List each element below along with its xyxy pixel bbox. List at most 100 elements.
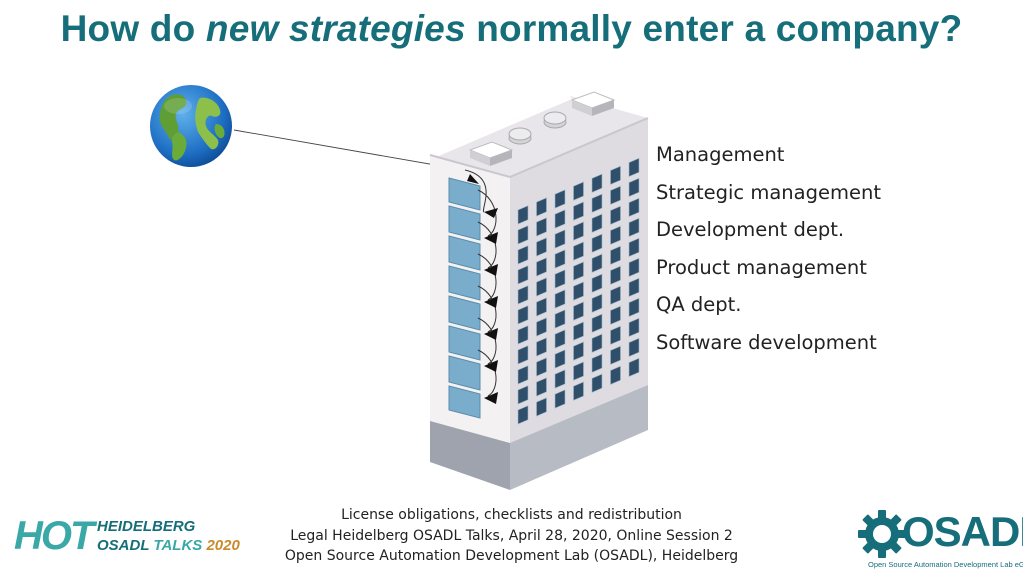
building-window	[536, 397, 547, 417]
left-windows	[448, 177, 481, 419]
building-window	[554, 289, 566, 309]
title-text-end: normally enter a company?	[465, 8, 963, 49]
building-window	[573, 241, 584, 261]
building-base-right	[510, 384, 648, 490]
building-window	[610, 345, 621, 365]
building-window	[517, 405, 529, 425]
globe-connector-line	[233, 129, 465, 171]
building-window	[517, 225, 529, 245]
building-window	[628, 277, 640, 297]
slide-footer: License obligations, checklists and redi…	[0, 505, 1023, 567]
building-window	[628, 357, 640, 377]
building-window	[573, 221, 584, 241]
building-window	[554, 329, 566, 349]
building-window	[573, 341, 584, 361]
building-window	[554, 389, 566, 409]
building-window	[610, 245, 621, 265]
footer-line-3: Open Source Automation Development Lab (…	[284, 548, 739, 564]
building-window	[610, 285, 621, 305]
arrow-heads	[467, 174, 498, 404]
building-window	[517, 285, 529, 305]
building-window	[610, 325, 621, 345]
building-window	[610, 305, 621, 325]
roof-units	[468, 91, 616, 166]
building-window	[573, 301, 584, 321]
building-window	[517, 205, 529, 225]
title-text-start: How do	[60, 8, 206, 49]
building-window	[517, 385, 529, 405]
department-item: Development dept.	[656, 218, 845, 241]
building-window	[591, 353, 603, 373]
building-window	[517, 305, 529, 325]
building-window	[628, 257, 640, 277]
hot-logo-year: 2020	[206, 537, 240, 554]
building-window	[610, 265, 621, 285]
building-window	[628, 237, 640, 257]
building-window	[517, 245, 529, 265]
building-window	[610, 165, 621, 185]
building-window	[536, 237, 547, 257]
department-item: QA dept.	[656, 293, 742, 316]
building-window	[517, 345, 529, 365]
building-window	[591, 253, 603, 273]
building-window	[610, 205, 621, 225]
hot-logo-osadl: OSADL	[97, 537, 150, 554]
building-window	[628, 297, 640, 317]
osadl-wordmark: OSADL	[902, 508, 1023, 555]
building-window	[554, 349, 566, 369]
building-window	[536, 217, 547, 237]
hot-logo-talks: TALKS	[153, 537, 203, 554]
department-list: Management Strategic management Developm…	[656, 139, 881, 364]
gear-icon	[858, 510, 906, 558]
building-window	[628, 197, 640, 217]
department-item: Management	[656, 143, 785, 166]
department-item: Strategic management	[656, 180, 881, 204]
slide-title: How do new strategies normally enter a c…	[0, 8, 1023, 50]
title-text-emphasis: new strategies	[205, 8, 466, 49]
building-window	[536, 197, 547, 217]
department-item: Software development	[656, 330, 877, 354]
building-window	[554, 369, 566, 389]
hot-logo-mark: HOT	[14, 514, 94, 558]
building-window	[554, 309, 566, 329]
building-window	[610, 185, 621, 205]
building-window	[591, 193, 603, 213]
building-window	[628, 217, 640, 237]
process-arrows	[464, 169, 497, 397]
building-window	[591, 293, 603, 313]
building-window	[591, 313, 603, 333]
building-window	[610, 225, 621, 245]
building-window	[554, 269, 566, 289]
building-window	[573, 361, 584, 381]
hot-logo-line-2: OSADL TALKS 2020	[97, 537, 240, 554]
building-window	[517, 265, 529, 285]
building-window	[536, 377, 547, 397]
building-window	[536, 337, 547, 357]
building-window	[554, 249, 566, 269]
building-window	[591, 273, 603, 293]
building-window	[554, 189, 566, 209]
building-window	[591, 333, 603, 353]
right-windows	[517, 157, 640, 425]
hot-logo-line-1: HEIDELBERG	[97, 518, 196, 535]
building-window	[573, 181, 584, 201]
building-window	[536, 317, 547, 337]
building-window	[628, 157, 640, 177]
building-window	[591, 213, 603, 233]
osadl-tagline: Open Source Automation Development Lab e…	[868, 560, 1023, 569]
department-item: Product management	[656, 255, 867, 279]
building-window	[573, 261, 584, 281]
building-window	[573, 381, 584, 401]
building-window	[591, 173, 603, 193]
building-window	[536, 357, 547, 377]
building-window	[573, 281, 584, 301]
building-window	[628, 317, 640, 337]
building-window	[573, 201, 584, 221]
building-window	[517, 325, 529, 345]
building-window	[536, 257, 547, 277]
building-window	[554, 229, 566, 249]
building-window	[628, 177, 640, 197]
building-window	[554, 209, 566, 229]
building-window	[591, 373, 603, 393]
